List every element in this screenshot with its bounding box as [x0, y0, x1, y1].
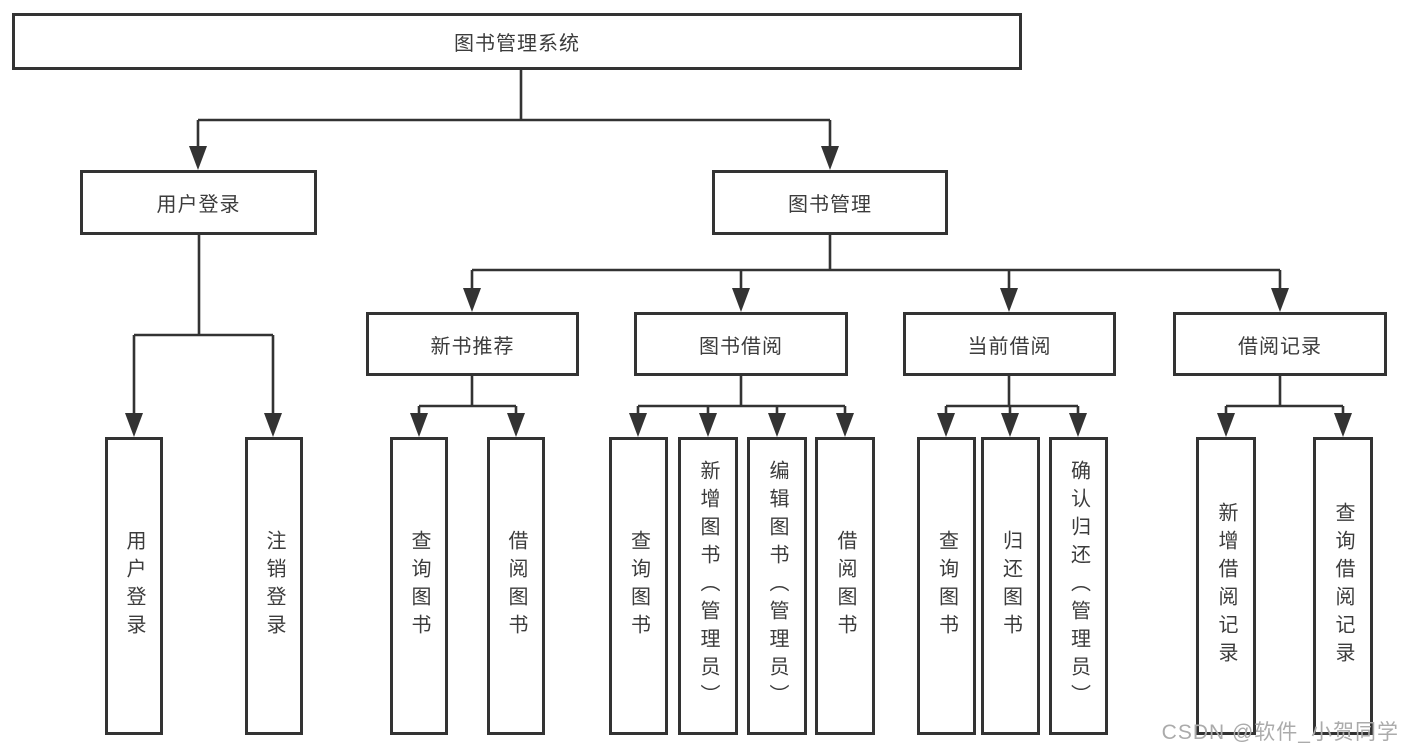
node-book-management: 图书管理	[712, 170, 948, 235]
leaf-confirm-return-admin: 确认归还（管理员）	[1049, 437, 1108, 735]
leaf-return-book: 归还图书	[981, 437, 1040, 735]
node-root: 图书管理系统	[12, 13, 1022, 70]
leaf-query-book-current: 查询图书	[917, 437, 976, 735]
node-book-borrow: 图书借阅	[634, 312, 848, 376]
leaf-logout: 注销登录	[245, 437, 303, 735]
node-user-login: 用户登录	[80, 170, 317, 235]
leaf-borrow-book: 借阅图书	[815, 437, 875, 735]
leaf-query-book-borrow: 查询图书	[609, 437, 668, 735]
leaf-user-login: 用户登录	[105, 437, 163, 735]
node-borrow-records: 借阅记录	[1173, 312, 1387, 376]
leaf-query-borrow-record: 查询借阅记录	[1313, 437, 1373, 735]
leaf-add-book-admin: 新增图书（管理员）	[678, 437, 738, 735]
leaf-borrow-book-recommend: 借阅图书	[487, 437, 545, 735]
leaf-edit-book-admin: 编辑图书（管理员）	[747, 437, 807, 735]
leaf-add-borrow-record: 新增借阅记录	[1196, 437, 1256, 735]
node-new-book-recommend: 新书推荐	[366, 312, 579, 376]
csdn-watermark: CSDN @软件_小贺同学	[1161, 721, 1399, 744]
leaf-query-book-recommend: 查询图书	[390, 437, 448, 735]
node-current-borrow: 当前借阅	[903, 312, 1116, 376]
